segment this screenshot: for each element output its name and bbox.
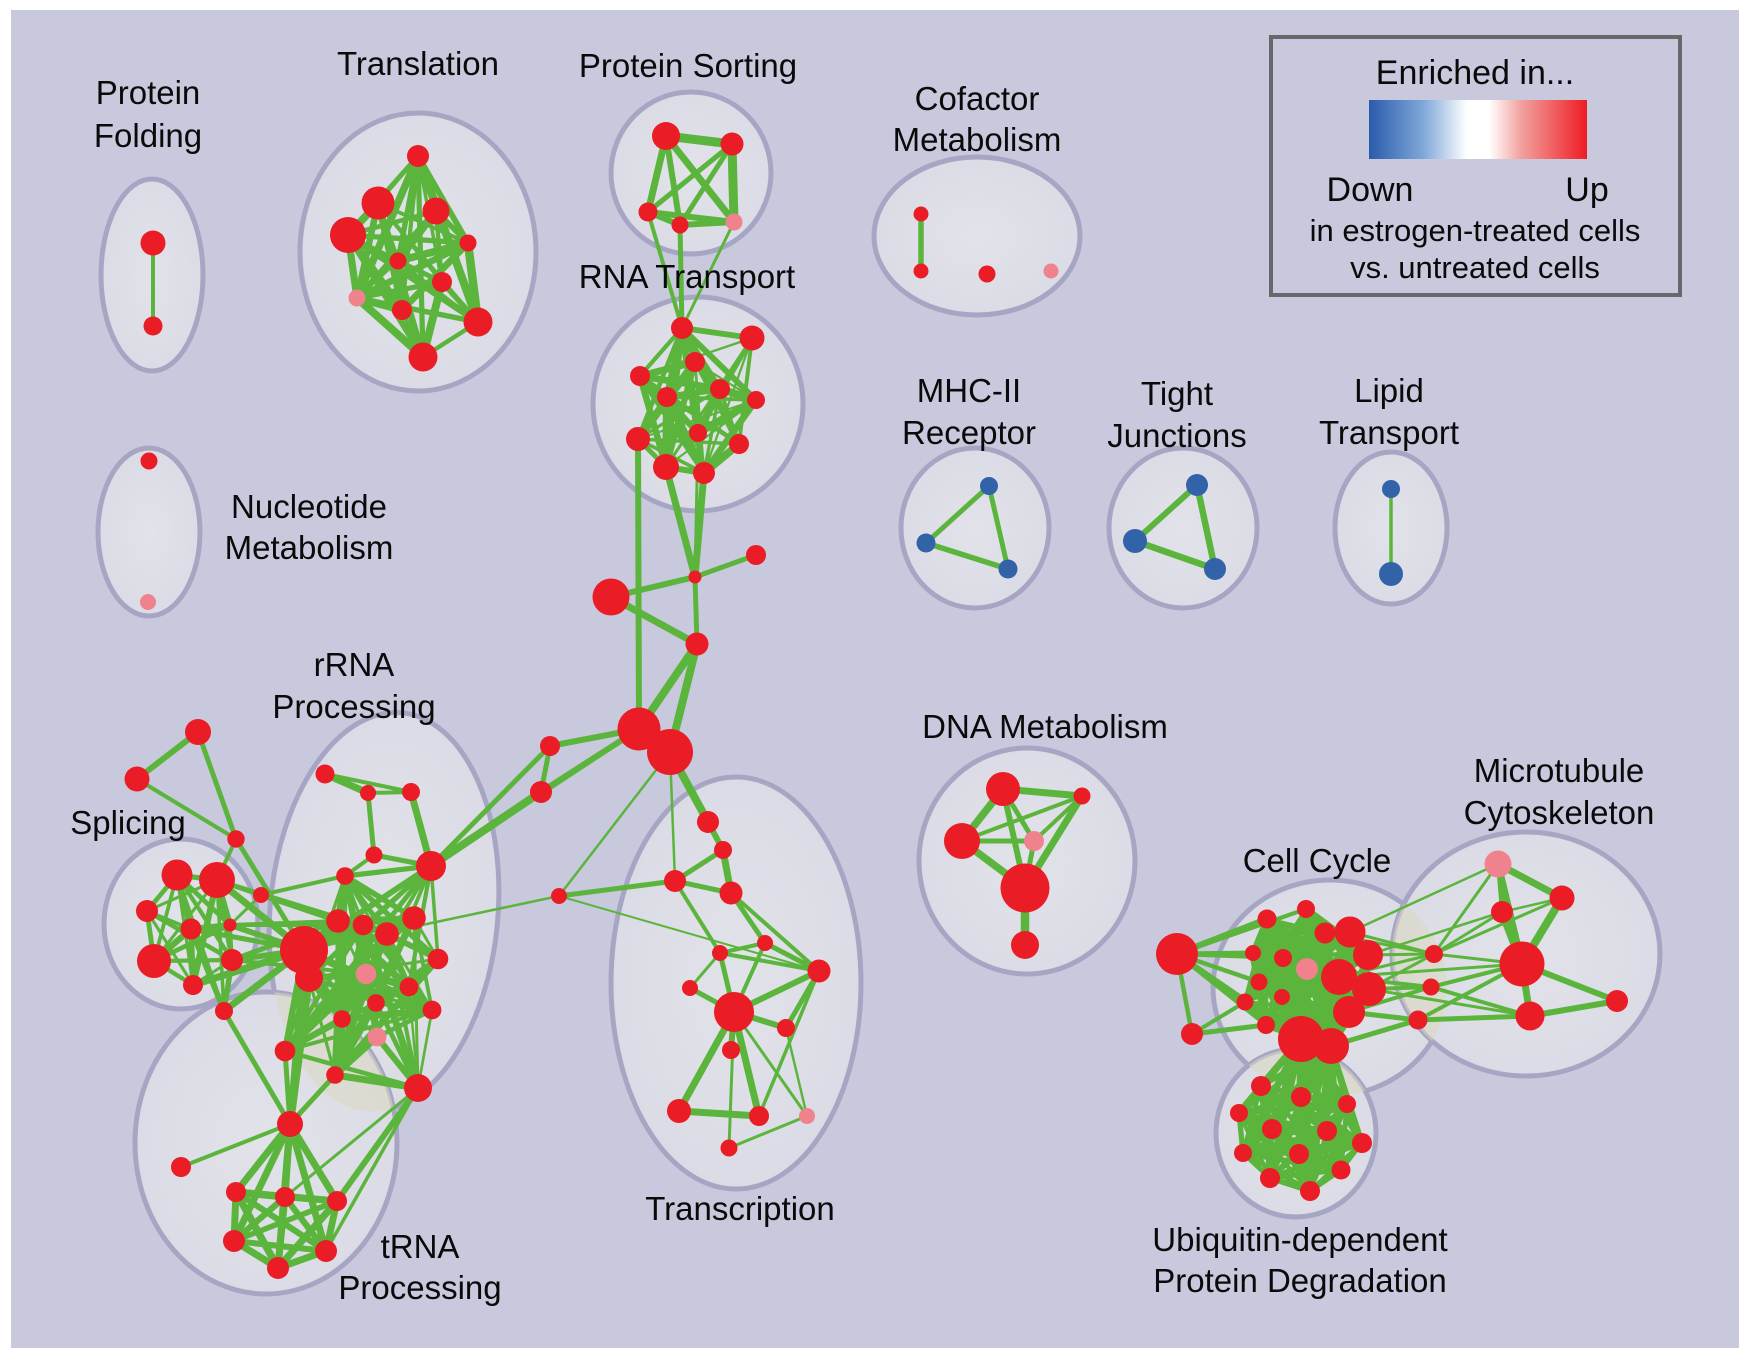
svg-text:Ubiquitin-dependent: Ubiquitin-dependent [1152,1221,1447,1258]
svg-text:Transport: Transport [1319,414,1459,451]
svg-text:Nucleotide: Nucleotide [231,488,387,525]
svg-text:Protein: Protein [96,74,201,111]
svg-text:Cofactor: Cofactor [915,80,1040,117]
svg-text:RNA Transport: RNA Transport [579,258,795,295]
svg-text:Junctions: Junctions [1107,417,1246,454]
svg-text:Down: Down [1327,171,1414,209]
svg-text:MHC-II: MHC-II [917,372,1021,409]
svg-text:DNA Metabolism: DNA Metabolism [922,708,1168,745]
svg-text:Transcription: Transcription [645,1190,835,1227]
svg-text:rRNA: rRNA [314,646,395,683]
svg-text:Up: Up [1565,171,1608,209]
svg-text:vs. untreated cells: vs. untreated cells [1350,250,1600,285]
svg-text:Lipid: Lipid [1354,372,1424,409]
svg-text:Protein Sorting: Protein Sorting [579,47,797,84]
svg-text:Metabolism: Metabolism [893,121,1062,158]
svg-text:Tight: Tight [1141,375,1213,412]
svg-text:Microtubule: Microtubule [1474,752,1645,789]
svg-text:Splicing: Splicing [70,804,186,841]
svg-text:tRNA: tRNA [381,1228,460,1265]
svg-text:Enriched in...: Enriched in... [1376,54,1574,92]
svg-text:Processing: Processing [272,688,435,725]
svg-text:Protein Degradation: Protein Degradation [1153,1262,1447,1299]
svg-text:Translation: Translation [337,45,499,82]
svg-text:Cell Cycle: Cell Cycle [1243,842,1392,879]
svg-text:Receptor: Receptor [902,414,1036,451]
svg-text:in estrogen-treated cells: in estrogen-treated cells [1310,213,1641,248]
svg-text:Folding: Folding [94,117,202,154]
svg-text:Cytoskeleton: Cytoskeleton [1464,794,1655,831]
svg-text:Metabolism: Metabolism [225,529,394,566]
svg-text:Processing: Processing [338,1269,501,1306]
